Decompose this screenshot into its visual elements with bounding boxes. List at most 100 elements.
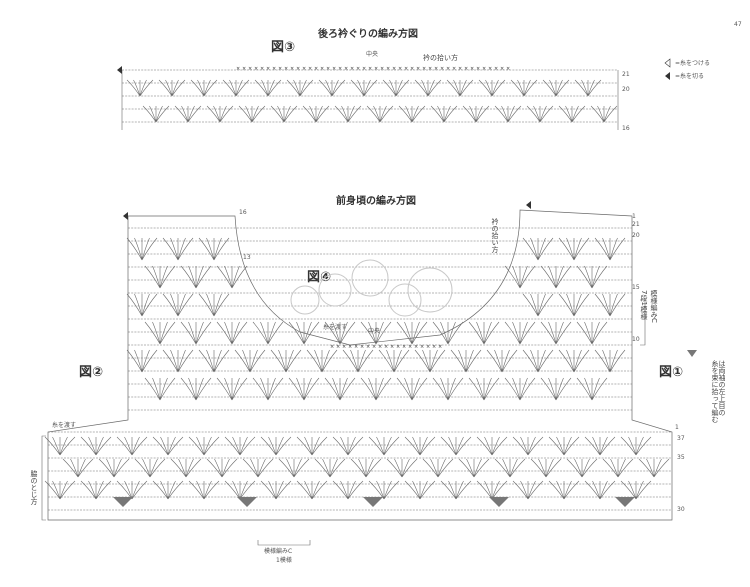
back-collar-fan [430,105,458,123]
back-collar-fan [542,79,570,97]
single-crochet-mark: × [500,66,504,72]
front-yoke-fan [216,377,248,401]
single-crochet-mark: × [410,66,414,72]
single-crochet-mark: × [314,66,318,72]
front-yoke-lower-fan [206,458,238,478]
back-collar-fan [270,105,298,123]
front-yoke-fan [126,349,158,373]
front-yoke-fan [504,265,536,289]
front-yoke-fan [324,377,356,401]
front-yoke-fan [504,377,536,401]
front-yoke-fan [540,377,572,401]
front-yoke-fan [594,349,626,373]
single-crochet-mark: × [380,66,384,72]
front-yoke-fan [576,377,608,401]
single-crochet-mark: × [434,66,438,72]
back-collar-fan [414,79,442,97]
watermark-yarn-ball [351,259,389,297]
front-yoke-lower-fan [368,480,400,500]
front-yoke-lower-fan [530,458,562,478]
back-collar-fan [398,105,426,123]
single-crochet-mark: × [506,66,510,72]
back-collar-fan [318,79,346,97]
single-crochet-mark: × [344,66,348,72]
single-crochet-mark: × [332,66,336,72]
front-yoke-lower-fan [422,458,454,478]
front-yoke-lower-fan [440,480,472,500]
back-collar-fan [494,105,522,123]
front-yoke-fan [198,349,230,373]
back-collar-fan [462,105,490,123]
single-crochet-mark: × [374,66,378,72]
front-yoke-fan [486,349,518,373]
back-collar-fan [334,105,362,123]
figure-3-label: 図③ [271,40,296,55]
row-35-right: 35 [677,454,685,461]
front-yoke-lower-fan [620,480,652,500]
front-yoke-lower-fan [296,480,328,500]
figure-4-label: 図④ [307,270,332,285]
front-yoke-fan [180,321,212,345]
front-attach-marker [123,212,128,220]
front-yoke-lower-fan [152,480,184,500]
front-yoke-fan [288,321,320,345]
note-marker [687,350,697,357]
front-yoke-fan [342,349,374,373]
neck-sc-mark: × [336,344,340,350]
front-yoke-fan [540,321,572,345]
back-collar-fan [446,79,474,97]
neck-sc-mark: × [390,344,394,350]
front-yoke-lower-fan [602,458,634,478]
neck-sc-mark: × [402,344,406,350]
side-seam-bracket [41,435,46,521]
back-collar-fan [174,105,202,123]
back-collar-fan [590,105,618,123]
front-yoke-fan [522,349,554,373]
neck-sc-mark: × [360,344,364,350]
row-16-left: 16 [239,209,247,216]
back-collar-fan [286,79,314,97]
front-yoke-lower-fan [512,480,544,500]
row-30-right: 30 [677,506,685,513]
front-yoke-fan [234,349,266,373]
back-collar-fan [142,105,170,123]
neck-sc-mark: × [414,344,418,350]
front-yoke-lower-fan [350,458,382,478]
front-yoke-fan [450,349,482,373]
front-yoke-lower-fan [512,436,544,456]
front-yoke-lower-fan [548,436,580,456]
front-yoke-fan [540,265,572,289]
front-yoke-fan [432,321,464,345]
neck-sc-mark: × [426,344,430,350]
front-yoke-lower-fan [296,436,328,456]
front-yoke-fan [576,321,608,345]
single-crochet-mark: × [392,66,396,72]
front-yoke-lower-fan [224,436,256,456]
front-yoke-fan [594,237,626,261]
attach-yarn-marker [117,66,122,74]
neck-sc-mark: × [372,344,376,350]
front-yoke-lower-fan [584,436,616,456]
front-yoke-lower-fan [134,458,166,478]
front-yoke-lower-fan [314,458,346,478]
back-collar-fan [382,79,410,97]
front-yoke-lower-fan [476,480,508,500]
front-yoke-fan [180,265,212,289]
single-crochet-mark: × [404,66,408,72]
single-crochet-mark: × [320,66,324,72]
neck-sc-mark: × [330,344,334,350]
row-20-right: 20 [632,232,640,239]
neck-sc-mark: × [342,344,346,350]
front-yoke-fan [144,321,176,345]
back-collar-fan [238,105,266,123]
row-37-right: 37 [677,435,685,442]
front-yoke-fan [468,321,500,345]
single-crochet-mark: × [416,66,420,72]
single-crochet-mark: × [440,66,444,72]
front-yoke-lower-fan [638,458,670,478]
neck-sc-mark: × [432,344,436,350]
front-yoke-lower-fan [260,436,292,456]
front-yoke-fan [594,293,626,317]
back-collar-fan [574,79,602,97]
